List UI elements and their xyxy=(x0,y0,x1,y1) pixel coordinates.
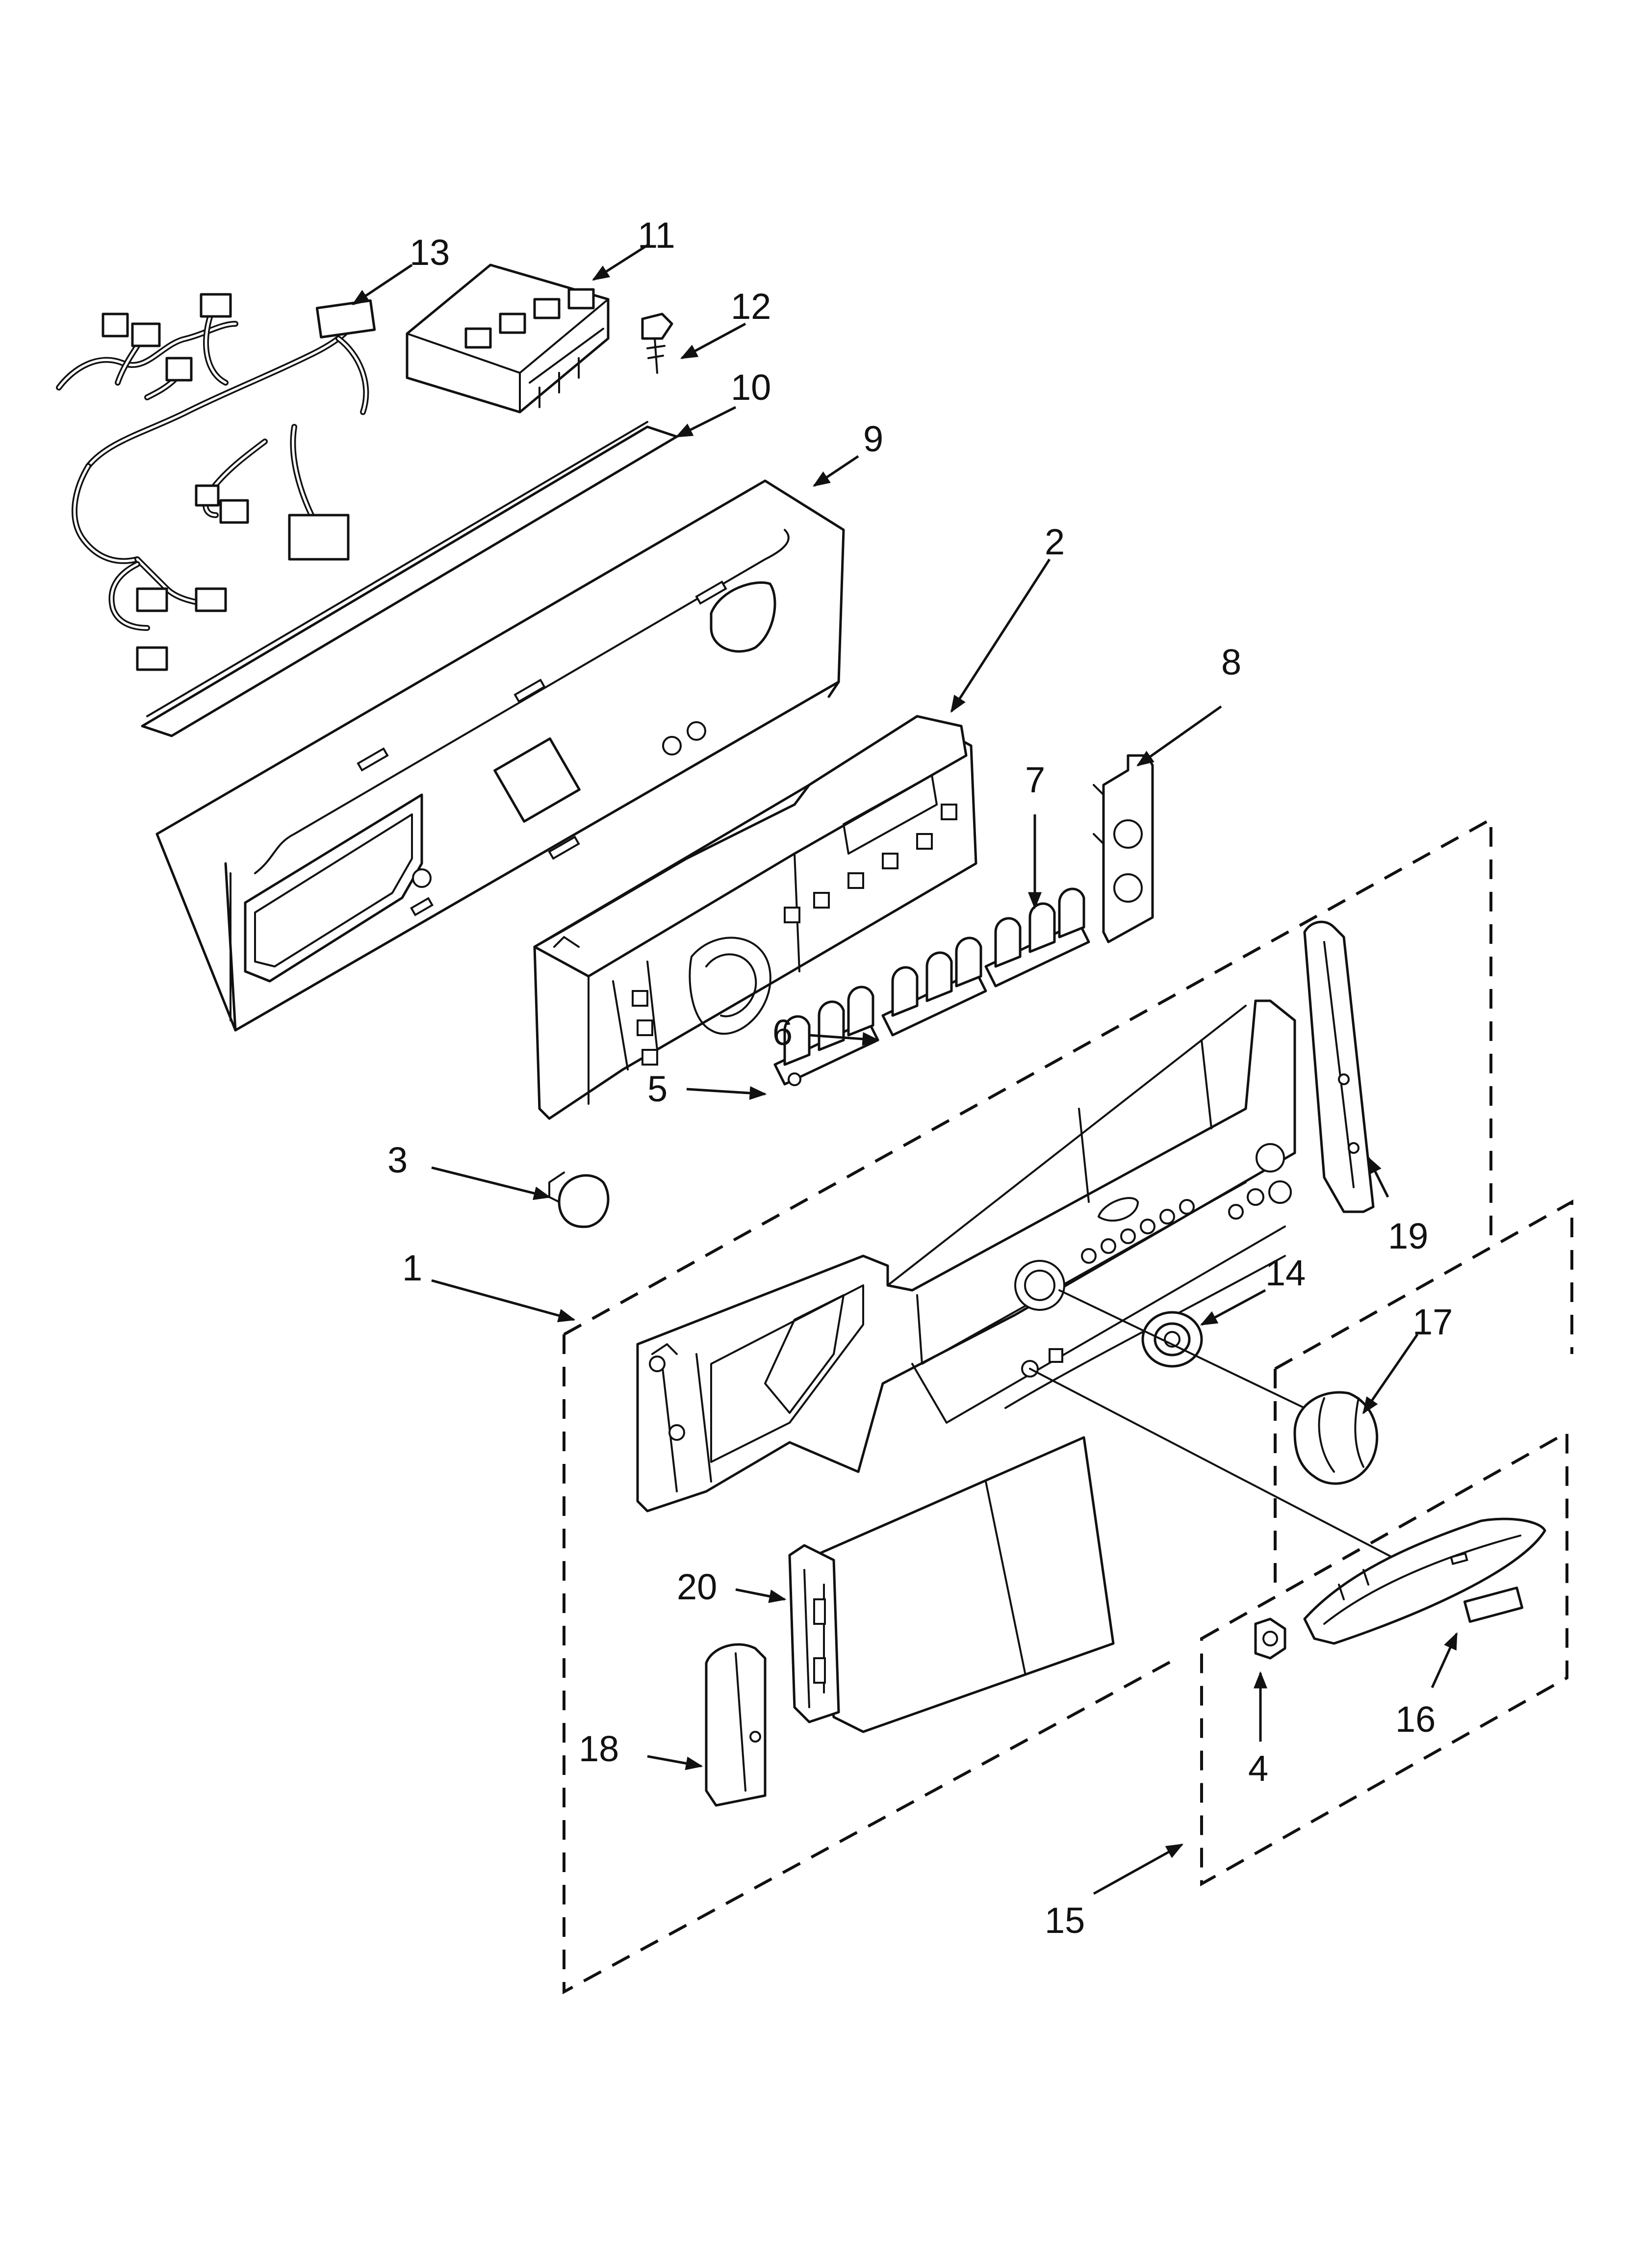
hex-nut xyxy=(1254,1617,1286,1660)
end-cap-left xyxy=(705,1643,767,1807)
bezel-with-lens xyxy=(1303,1517,1546,1645)
push-button-knob xyxy=(548,1172,610,1228)
callout-14: 14 xyxy=(1265,1252,1306,1293)
callout-11: 11 xyxy=(638,215,675,256)
callout-5: 5 xyxy=(647,1069,667,1109)
knob-ring xyxy=(1141,1311,1203,1368)
callout-20: 20 xyxy=(677,1566,717,1607)
assembly-boundary-bezel xyxy=(1200,1430,1568,1887)
callout-15: 15 xyxy=(1045,1900,1085,1941)
electronic-control-board xyxy=(406,263,610,414)
console-panel xyxy=(636,999,1296,1512)
alignment-line-bezel xyxy=(1029,1368,1399,1561)
callout-leaders xyxy=(352,244,1458,1895)
callout-1: 1 xyxy=(402,1248,422,1288)
callout-10: 10 xyxy=(731,367,771,408)
switch-assembly-6 xyxy=(881,937,987,1037)
alignment-line-knob xyxy=(1058,1289,1306,1409)
assembly-boundary-console xyxy=(563,816,1492,1995)
callout-8: 8 xyxy=(1221,642,1241,682)
callout-4: 4 xyxy=(1248,1748,1268,1789)
console-backplate xyxy=(155,479,845,1032)
callout-labels: 1 2 3 4 5 6 7 8 9 10 11 12 13 14 15 16 1… xyxy=(387,215,1453,1941)
callout-9: 9 xyxy=(863,418,883,459)
callout-3: 3 xyxy=(387,1140,408,1180)
callout-2: 2 xyxy=(1045,521,1065,562)
callout-17: 17 xyxy=(1412,1302,1453,1342)
wire-harness xyxy=(56,293,376,671)
switch-bracket xyxy=(1093,754,1154,943)
control-knob xyxy=(1293,1391,1379,1485)
callout-16: 16 xyxy=(1395,1699,1436,1740)
assembly-boundary-knob xyxy=(1274,1199,1573,1370)
callout-12: 12 xyxy=(731,286,771,327)
screw xyxy=(641,313,673,374)
callout-18: 18 xyxy=(579,1728,619,1769)
callout-19: 19 xyxy=(1388,1216,1428,1256)
callout-13: 13 xyxy=(410,232,450,273)
callout-6: 6 xyxy=(772,1012,793,1053)
dispenser-drawer xyxy=(788,1436,1115,1733)
callout-7: 7 xyxy=(1025,759,1045,800)
switch-assembly-7 xyxy=(984,887,1090,988)
user-interface-housing xyxy=(533,715,977,1120)
end-cap-right xyxy=(1303,920,1375,1213)
